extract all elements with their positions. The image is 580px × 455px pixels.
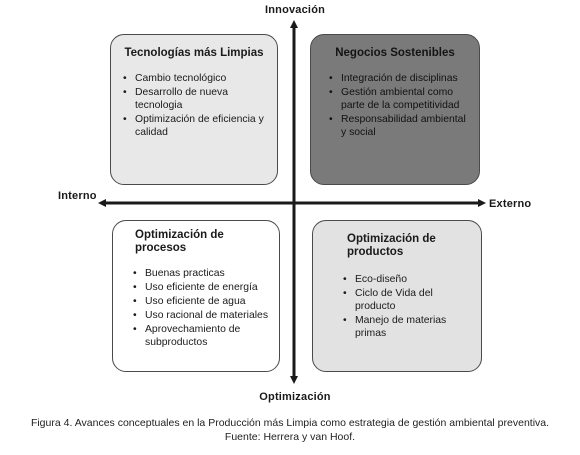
list-item: Uso eficiente de agua xyxy=(133,295,271,308)
quadrant-negocios-sostenibles: Negocios Sostenibles Integración de disc… xyxy=(310,34,480,185)
quadrant-list: Cambio tecnológico Desarrollo de nueva t… xyxy=(123,72,269,139)
axis-label-interno: Interno xyxy=(58,190,97,202)
list-item: Aprovechamiento de subproductos xyxy=(133,323,271,349)
caption-line-1: Figura 4. Avances conceptuales en la Pro… xyxy=(30,417,550,429)
list-item: Optimización de eficiencia y calidad xyxy=(123,113,269,139)
list-item: Responsabilidad ambiental y social xyxy=(329,113,471,139)
list-item: Integración de disciplinas xyxy=(329,72,471,85)
list-item: Uso eficiente de energía xyxy=(133,281,271,294)
quadrant-title: Negocios Sostenibles xyxy=(335,47,455,59)
list-item: Ciclo de Vida del producto xyxy=(343,287,473,313)
axis-label-externo: Externo xyxy=(489,198,532,210)
list-item: Cambio tecnológico xyxy=(123,72,269,85)
quadrant-optimizacion-procesos: Optimización de procesos Buenas practica… xyxy=(112,220,280,372)
list-item: Desarrollo de nueva tecnologia xyxy=(123,86,269,112)
figure-caption: Figura 4. Avances conceptuales en la Pro… xyxy=(0,416,580,444)
quadrant-list: Integración de disciplinas Gestión ambie… xyxy=(329,72,471,139)
quadrant-list: Buenas practicas Uso eficiente de energí… xyxy=(133,267,271,349)
quadrant-tecnologias-limpias: Tecnologías más Limpias Cambio tecnológi… xyxy=(110,34,278,185)
list-item: Manejo de materias primas xyxy=(343,314,473,340)
list-item: Gestión ambiental como parte de la compe… xyxy=(329,86,471,112)
list-item: Uso racional de materiales xyxy=(133,309,271,322)
axis-label-optimizacion: Optimización xyxy=(259,391,331,403)
caption-source: Fuente: Herrera y van Hoof. xyxy=(224,431,356,443)
axis-label-innovacion: Innovación xyxy=(264,4,326,16)
quadrant-title: Tecnologías más Limpias xyxy=(124,47,264,59)
quadrant-list: Eco-diseño Ciclo de Vida del producto Ma… xyxy=(343,273,473,340)
list-item: Eco-diseño xyxy=(343,273,473,286)
list-item: Buenas practicas xyxy=(133,267,271,280)
quadrant-title: Optimización de procesos xyxy=(135,229,224,254)
quadrant-title: Optimización de productos xyxy=(347,233,436,258)
quadrant-optimizacion-productos: Optimización de productos Eco-diseño Cic… xyxy=(312,220,482,372)
